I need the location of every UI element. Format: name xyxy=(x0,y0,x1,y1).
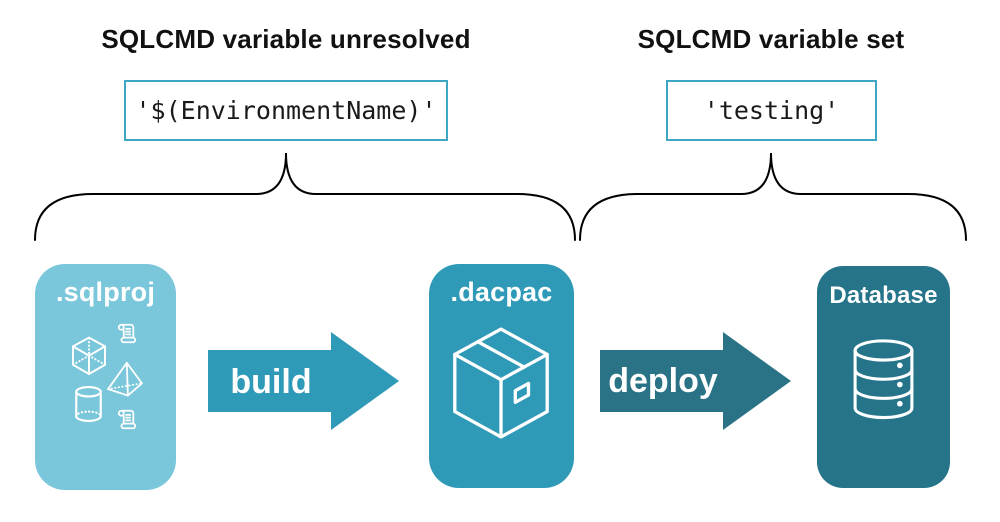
package-icon xyxy=(453,327,549,439)
build-arrow-label: build xyxy=(230,363,311,401)
cube-icon xyxy=(72,336,106,375)
build-arrow: build xyxy=(208,332,399,430)
deploy-arrow-label: deploy xyxy=(608,362,718,400)
database-icon xyxy=(853,339,914,420)
node-sqlproj: .sqlproj xyxy=(35,264,176,490)
code-box-environment-variable: '$(EnvironmentName)' xyxy=(124,80,448,141)
curly-brace-left xyxy=(34,152,576,241)
node-dacpac: .dacpac xyxy=(429,264,574,488)
heading-sqlcmd-unresolved: SQLCMD variable unresolved xyxy=(101,24,471,54)
heading-sqlcmd-set: SQLCMD variable set xyxy=(637,24,905,54)
script-scroll-icon xyxy=(117,323,137,344)
node-database: Database xyxy=(817,266,950,488)
node-database-label: Database xyxy=(829,282,938,309)
node-sqlproj-label: .sqlproj xyxy=(55,277,156,307)
script-scroll-icon xyxy=(117,409,137,430)
code-box-testing-value: 'testing' xyxy=(666,80,877,141)
curly-brace-right xyxy=(579,152,967,241)
node-dacpac-label: .dacpac xyxy=(450,277,553,307)
deploy-arrow: deploy xyxy=(600,332,791,430)
cylinder-icon xyxy=(75,386,102,422)
pyramid-icon xyxy=(107,361,143,397)
